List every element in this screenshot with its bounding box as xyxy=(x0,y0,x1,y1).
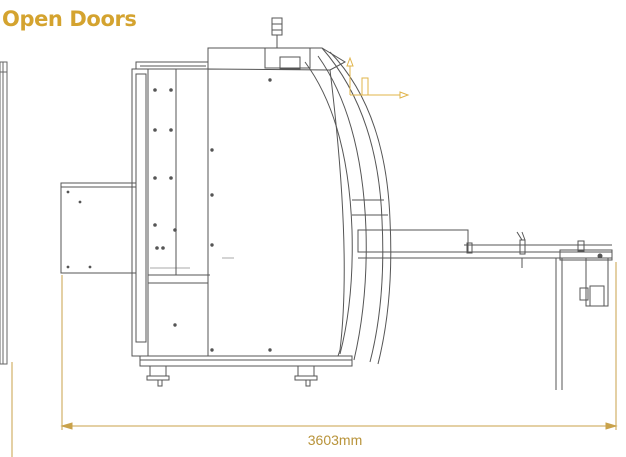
side-shelf xyxy=(60,182,137,274)
overall-length-label: 3603mm xyxy=(300,431,370,449)
main-cabinet xyxy=(131,17,353,367)
left-side-view-fragment xyxy=(0,61,8,365)
page-title: Open Doors xyxy=(2,7,137,31)
overall-dimension xyxy=(11,262,618,457)
conveyor xyxy=(357,229,613,390)
orientation-arrows xyxy=(346,56,410,99)
machine-feet xyxy=(146,365,318,387)
